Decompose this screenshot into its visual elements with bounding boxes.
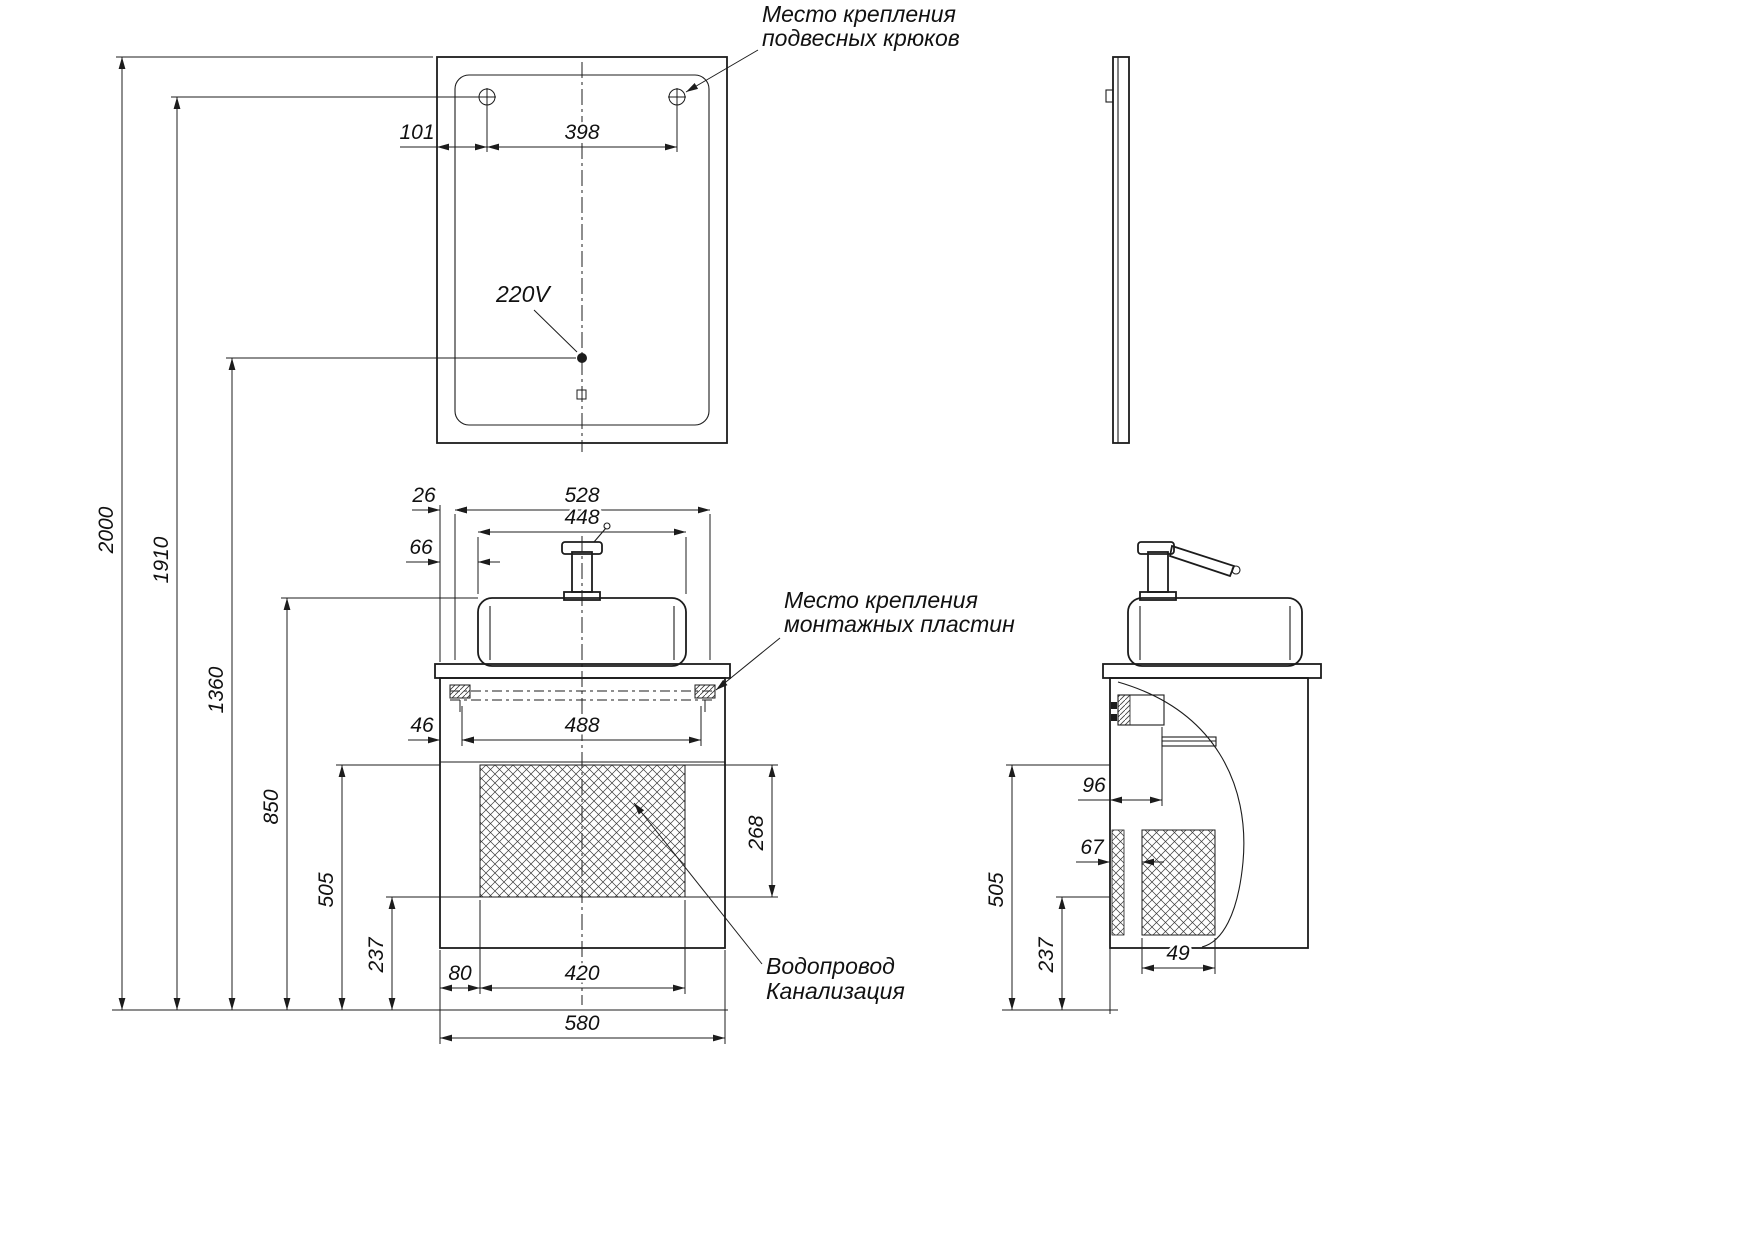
mounting-plate-left [449, 684, 471, 712]
dim-850-label: 850 [260, 789, 283, 824]
dim-sink-span-448: 448 [478, 504, 686, 536]
plumbing-leader-line [633, 802, 763, 965]
plumbing-label-line1: Водопровод [766, 953, 895, 979]
mounting-plate-right [694, 684, 716, 712]
voltage-leader-line [533, 309, 578, 353]
dim-49-label: 49 [1166, 942, 1190, 965]
mirror-front-view [436, 56, 728, 444]
dim-hook-offset-101: 101 [397, 119, 487, 151]
dim-1910-label: 1910 [150, 536, 173, 583]
hooks-label-line1: Место крепления [762, 1, 956, 27]
dim-96-label: 96 [1082, 774, 1106, 797]
back-mesh-strip-side [1111, 829, 1125, 936]
vessel-sink-front [477, 597, 687, 667]
dim-side-237-label: 237 [1035, 936, 1058, 973]
dim-hook-span-398: 398 [487, 119, 677, 151]
dim-cabinet-width-580: 580 [440, 1010, 725, 1042]
cabinet-body-front [439, 677, 726, 949]
annotation-voltage: 220V [493, 279, 578, 353]
power-outlet-point [577, 353, 587, 363]
voltage-label: 220V [495, 281, 552, 307]
dim-edge-offset-26: 26 [409, 482, 483, 514]
dim-67-label: 67 [1080, 836, 1105, 859]
dim-opening-height-268: 268 [743, 765, 776, 897]
dim-opening-offset-80: 80 [440, 960, 480, 992]
dim-opening-span-420: 420 [480, 960, 685, 992]
dim-outlet-height-1360: 1360 [203, 358, 236, 1010]
dim-528-label: 528 [564, 484, 599, 507]
wall-bracket-side [1111, 694, 1165, 726]
plates-leader-line [715, 637, 781, 691]
cabinet-side-view [1102, 541, 1322, 949]
hooks-label-line2: подвесных крюков [762, 25, 960, 51]
dim-side-pipe-height-237: 237 [1033, 897, 1066, 1010]
faucet-front [561, 522, 611, 601]
extension-lines [112, 56, 1216, 1044]
mirror-wall-hook [1105, 89, 1114, 103]
plates-label-line1: Место крепления [784, 587, 978, 613]
dim-1360-label: 1360 [205, 666, 228, 713]
dim-488-label: 488 [564, 714, 599, 737]
mirror-side-view [1105, 56, 1130, 444]
annotation-plumbing: Водопровод Канализация [633, 802, 907, 1007]
back-opening-mesh [479, 764, 686, 898]
cabinet-front-view [434, 522, 731, 949]
dim-side-505-label: 505 [985, 872, 1008, 907]
dim-rail-span-528: 528 [455, 482, 710, 514]
hanging-hook-left [478, 88, 496, 106]
dim-448-label: 448 [564, 506, 599, 529]
dim-plate-span-488: 488 [462, 712, 701, 744]
dim-101-label: 101 [399, 121, 434, 144]
dim-total-height-2000: 2000 [93, 57, 126, 1010]
dim-opening-offset-67: 67 [1076, 834, 1164, 866]
dim-side-drawer-height-505: 505 [983, 765, 1016, 1010]
cabinet-body-side [1109, 677, 1309, 949]
annotation-mounting-plates: Место крепления монтажных пластин [715, 585, 1018, 691]
mirror-inner-frame [454, 74, 710, 426]
dim-opening-depth-49: 49 [1142, 940, 1215, 972]
dim-26-label: 26 [411, 484, 436, 507]
hanging-hook-right [668, 88, 686, 106]
touch-switch-icon [576, 389, 587, 400]
dim-drawer-height-505: 505 [313, 765, 346, 1010]
dim-pipe-height-237: 237 [363, 897, 396, 1010]
dim-bracket-depth-96: 96 [1078, 772, 1162, 804]
dim-46-label: 46 [410, 714, 434, 737]
faucet-side [1137, 541, 1241, 601]
mirror-outer-frame [436, 56, 728, 444]
dim-plate-offset-46: 46 [408, 712, 484, 744]
dim-66-label: 66 [409, 536, 433, 559]
dim-237-label: 237 [365, 936, 388, 973]
dim-268-label: 268 [745, 815, 768, 851]
dim-80-label: 80 [448, 962, 472, 985]
dim-398-label: 398 [564, 121, 599, 144]
dim-side-offset-66: 66 [406, 534, 500, 566]
plumbing-label-line2: Канализация [766, 978, 905, 1004]
dim-sink-height-850: 850 [258, 598, 291, 1010]
back-opening-mesh-side [1141, 829, 1216, 936]
annotation-hanging-hooks: Место крепления подвесных крюков [685, 0, 962, 93]
hooks-leader-line [685, 49, 759, 93]
dim-2000-label: 2000 [95, 506, 118, 554]
vessel-sink-side [1127, 597, 1303, 667]
dim-420-label: 420 [564, 962, 599, 985]
plates-label-line2: монтажных пластин [784, 611, 1015, 637]
dim-580-label: 580 [564, 1012, 599, 1035]
side-panel-curve [1117, 681, 1245, 948]
dim-hook-height-1910: 1910 [148, 97, 181, 1010]
dim-505-label: 505 [315, 872, 338, 907]
